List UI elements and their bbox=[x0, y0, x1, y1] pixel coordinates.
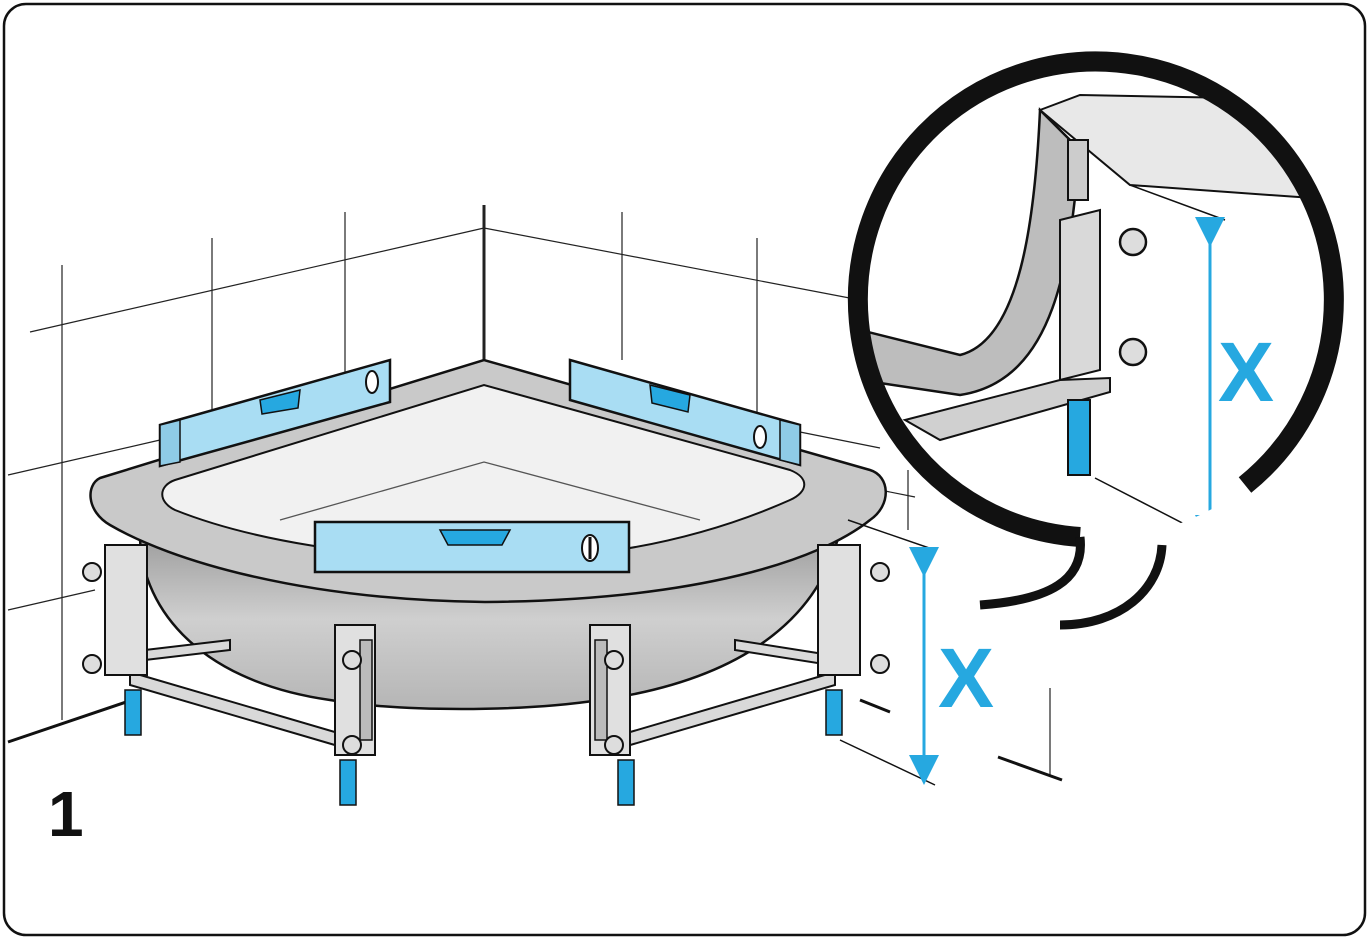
spirit-level-front bbox=[313, 520, 631, 574]
leg-front-right bbox=[589, 624, 635, 806]
leg-back-right bbox=[817, 544, 890, 736]
measurement-label-main: X bbox=[938, 631, 995, 725]
adjustable-foot-icon bbox=[124, 689, 142, 736]
measurement-label-inset: X bbox=[1218, 325, 1275, 419]
adjustable-foot-icon bbox=[617, 759, 635, 806]
leg-back-left bbox=[82, 544, 148, 736]
floor-lines bbox=[7, 698, 1063, 782]
adjustable-foot-icon bbox=[825, 689, 843, 736]
step-number: 1 bbox=[48, 778, 84, 850]
wall-tiles bbox=[7, 205, 1051, 775]
spirit-level-right bbox=[568, 358, 802, 467]
leg-front-left bbox=[334, 624, 376, 806]
detail-inset bbox=[847, 51, 1344, 630]
adjustable-foot-icon bbox=[1067, 399, 1091, 476]
spirit-level-left bbox=[158, 358, 392, 468]
dimension-main bbox=[839, 519, 939, 786]
adjustable-foot-icon bbox=[339, 759, 357, 806]
bathtub-inner-floor bbox=[279, 461, 701, 521]
